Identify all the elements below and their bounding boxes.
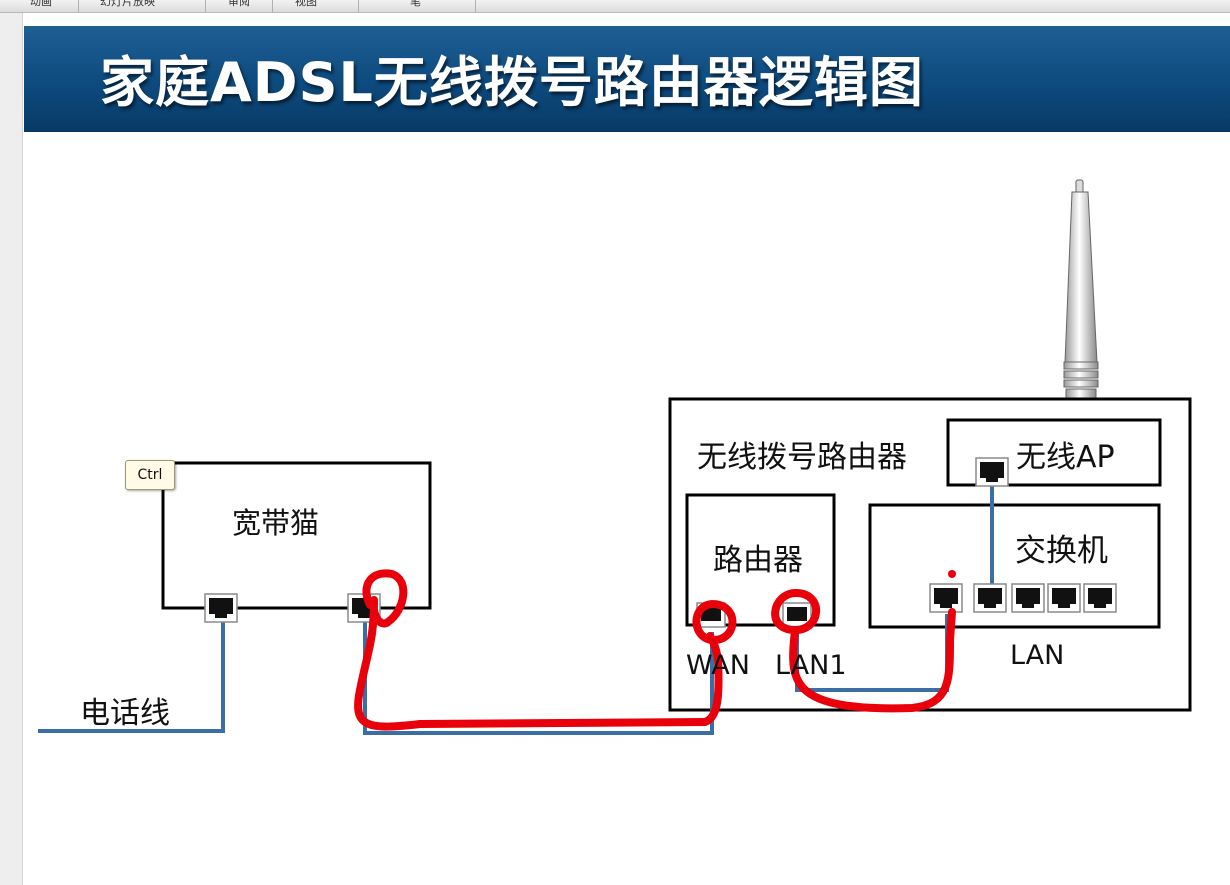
ap-port-icon <box>975 457 1009 487</box>
ribbon-tab-view[interactable]: 视图 <box>295 0 317 8</box>
slide-title-bar <box>24 26 1230 132</box>
modem-label: 宽带猫 <box>232 506 320 540</box>
wireless-ap-label: 无线AP <box>1016 440 1115 475</box>
slide-panel-gutter <box>0 13 23 885</box>
wan-port-label: WAN <box>686 650 750 681</box>
modem-to-wan-cable <box>363 622 714 735</box>
ribbon-tab-slideshow[interactable]: 幻灯片放映 <box>100 0 155 8</box>
switch-label: 交换机 <box>1015 533 1108 569</box>
ctrl-key-indicator: Ctrl <box>125 460 175 490</box>
switch-lan-ports-icon <box>929 583 1117 613</box>
ribbon-tab-animations[interactable]: 动画 <box>30 0 52 8</box>
lan1-port-label: LAN1 <box>775 650 847 681</box>
phone-line-cable <box>38 622 225 733</box>
ribbon-separator <box>78 0 79 12</box>
modem-box <box>161 461 432 610</box>
ribbon-tab-review[interactable]: 审阅 <box>228 0 250 8</box>
pen-dot <box>948 570 956 578</box>
phone-line-label: 电话线 <box>80 696 170 731</box>
lan-ports-label: LAN <box>1010 640 1065 671</box>
router-label: 路由器 <box>713 543 803 578</box>
router-lan1-port-icon <box>782 602 812 628</box>
ribbon-separator <box>205 0 206 12</box>
ribbon-separator <box>358 0 359 12</box>
antenna-icon <box>1063 179 1099 420</box>
pen-annotations <box>354 569 956 731</box>
slide-title: 家庭ADSL无线拨号路由器逻辑图 <box>100 51 924 114</box>
ribbon-separator <box>475 0 476 12</box>
ribbon-separator <box>272 0 273 12</box>
ribbon-tab-pen[interactable]: 笔 <box>410 0 421 8</box>
ribbon-bar: 动画 幻灯片放映 审阅 视图 笔 <box>0 0 1230 13</box>
modem-phone-port-icon <box>204 593 238 623</box>
wireless-router-label: 无线拨号路由器 <box>697 440 907 475</box>
